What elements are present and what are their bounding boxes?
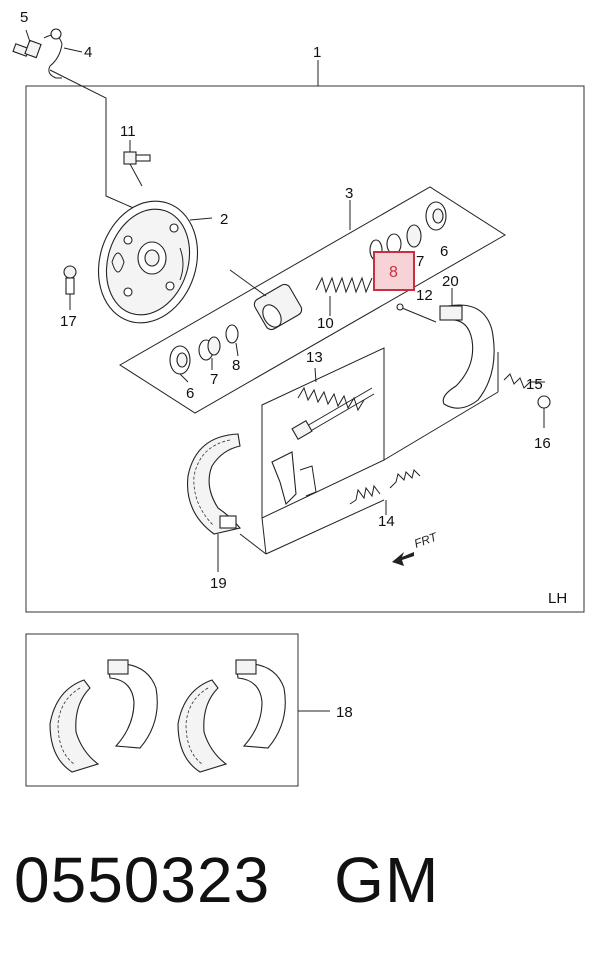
cylinder-spring-part [315,276,373,316]
main-frame [25,85,585,613]
callout-7-right: 7 [416,253,424,270]
callout-2: 2 [220,211,228,228]
bleeder-screw-part [12,29,42,59]
callout-14: 14 [378,513,395,530]
callout-17: 17 [60,313,77,330]
callout-6-left: 6 [186,385,194,402]
hold-down-spring-part [503,373,545,389]
front-direction-arrow-icon [392,552,414,566]
callout-19: 19 [210,575,227,592]
callout-1: 1 [313,44,321,61]
callout-5: 5 [20,9,28,26]
hold-down-cap-part [537,395,551,428]
adjuster-strut-part [291,387,375,440]
bolt-part [123,140,151,187]
callout-7-left: 7 [210,371,218,388]
shoe-hardware-group-outline [261,347,385,519]
brake-shoe-front-part [186,433,241,572]
callout-3: 3 [345,185,353,202]
highlighted-callout-8: 8 [373,251,415,291]
part-number-footer: 0550323 GM [14,835,439,925]
hold-down-pin-part [396,303,437,323]
callout-18: 18 [336,704,353,721]
callout-4: 4 [84,44,92,61]
piston-cup-left-part [225,324,239,357]
brand-name: GM [334,844,440,916]
callout-12: 12 [416,287,433,304]
brake-shoe-kit-part [49,659,286,773]
kit-frame [25,633,299,787]
dust-boot-left-part [169,345,191,383]
shoe-spring-part [349,469,421,515]
highlighted-callout-8-label: 8 [389,264,398,281]
mounting-bolt-part [63,265,77,310]
callout-16: 16 [534,435,551,452]
return-spring-part [297,367,365,412]
part-number: 0550323 [14,844,271,916]
front-direction-label: FRT [412,529,440,551]
dust-boot-right-part [425,201,447,231]
callout-10: 10 [317,315,334,332]
side-label: LH [548,590,567,607]
callout-11: 11 [120,123,136,140]
parking-lever-part [271,451,317,506]
wheel-cylinder-part [229,269,303,331]
callout-13: 13 [306,349,323,366]
callout-15: 15 [526,376,543,393]
piston-right-part [386,224,422,255]
callout-8-left: 8 [232,357,240,374]
wheel-cylinder-group-outline [119,186,506,414]
backing-plate-part [97,200,199,324]
piston-left-part [198,336,221,370]
brake-shoe-rear-part [439,288,495,409]
callout-20: 20 [442,273,459,290]
brake-parts-diagram: 1 2 3 4 5 6 6 7 7 8 10 11 12 13 14 15 16… [12,9,585,787]
callout-6-right: 6 [440,243,448,260]
bleeder-cap-part [43,28,83,79]
